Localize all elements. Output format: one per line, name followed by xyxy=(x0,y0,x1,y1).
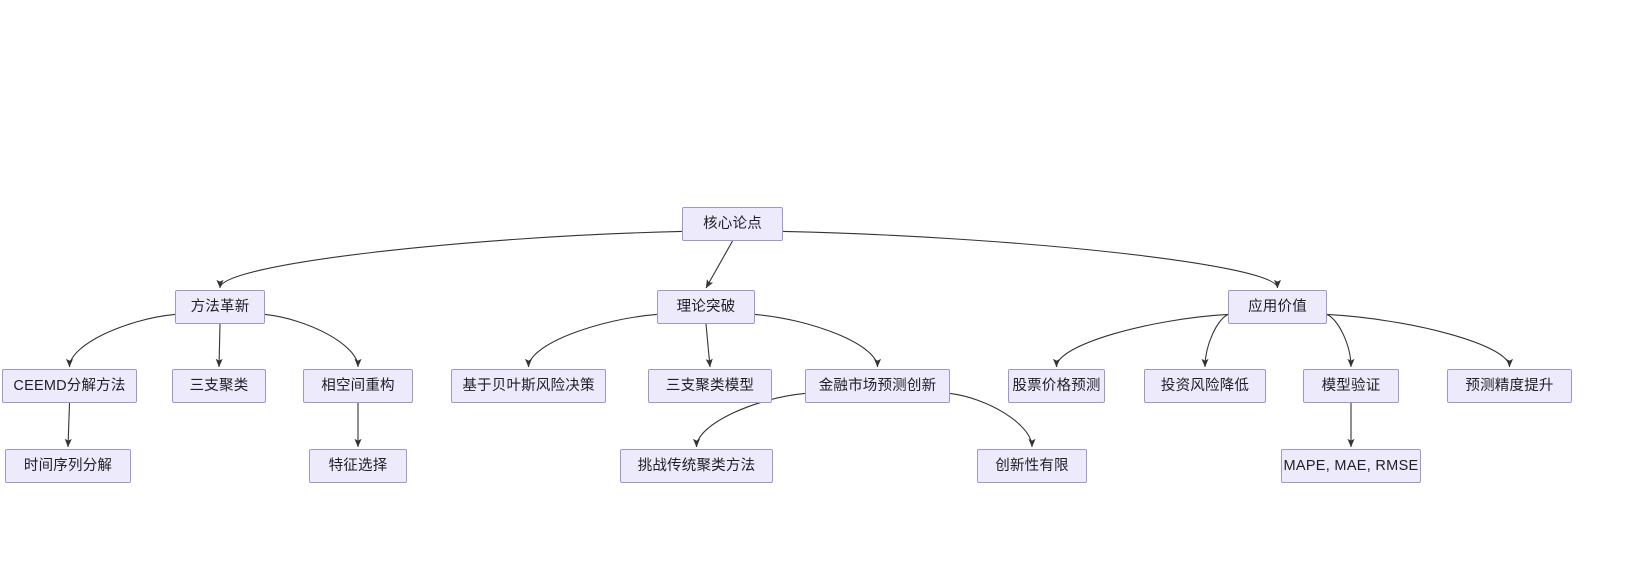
node-n16[interactable]: 挑战传统聚类方法 xyxy=(620,449,773,483)
node-label: 投资风险降低 xyxy=(1160,377,1250,394)
node-label: 金融市场预测创新 xyxy=(818,377,937,394)
node-label: 应用价值 xyxy=(1248,298,1307,315)
node-n10[interactable]: 股票价格预测 xyxy=(1008,369,1105,403)
node-label: 创新性有限 xyxy=(995,457,1069,474)
edge-paths xyxy=(64,230,1513,448)
edge-n2-to-n8 xyxy=(705,323,713,368)
node-n8[interactable]: 三支聚类模型 xyxy=(648,369,772,403)
edge-n3-to-n13 xyxy=(1326,313,1513,368)
node-label: 核心论点 xyxy=(703,215,762,232)
node-n11[interactable]: 投资风险降低 xyxy=(1144,369,1266,403)
node-n4[interactable]: CEEMD分解方法 xyxy=(2,369,137,403)
node-label: 特征选择 xyxy=(328,457,388,474)
node-n9[interactable]: 金融市场预测创新 xyxy=(805,369,950,403)
node-label: 股票价格预测 xyxy=(1012,377,1101,394)
edge-n1-to-n6 xyxy=(264,313,362,368)
node-label: 方法革新 xyxy=(190,298,250,315)
node-label: MAPE, MAE, RMSE xyxy=(1283,457,1419,474)
node-n6[interactable]: 相空间重构 xyxy=(303,369,413,403)
node-n15[interactable]: 特征选择 xyxy=(309,449,407,483)
node-n13[interactable]: 预测精度提升 xyxy=(1447,369,1572,403)
node-n14[interactable]: 时间序列分解 xyxy=(5,449,131,483)
node-label: 理论突破 xyxy=(676,298,736,315)
node-label: 预测精度提升 xyxy=(1465,377,1554,394)
node-n5[interactable]: 三支聚类 xyxy=(172,369,266,403)
edge-n1-to-n5 xyxy=(215,323,223,368)
edge-n0-to-n1 xyxy=(216,230,683,289)
node-n3[interactable]: 应用价值 xyxy=(1228,290,1327,324)
node-n1[interactable]: 方法革新 xyxy=(175,290,265,324)
node-label: 三支聚类模型 xyxy=(665,377,755,394)
node-n18[interactable]: MAPE, MAE, RMSE xyxy=(1281,449,1421,483)
node-n0[interactable]: 核心论点 xyxy=(682,207,783,241)
edge-n4-to-n14 xyxy=(64,402,72,448)
edge-n2-to-n9 xyxy=(754,313,881,368)
edge-n0-to-n2 xyxy=(705,240,733,289)
node-label: 三支聚类 xyxy=(189,377,249,394)
edge-n3-to-n10 xyxy=(1053,313,1229,368)
node-label: 相空间重构 xyxy=(321,377,395,394)
edge-n2-to-n7 xyxy=(525,313,658,368)
node-label: 模型验证 xyxy=(1321,377,1381,394)
node-n17[interactable]: 创新性有限 xyxy=(977,449,1087,483)
edge-n3-to-n11 xyxy=(1201,313,1229,368)
node-label: 基于贝叶斯风险决策 xyxy=(462,377,595,394)
node-n7[interactable]: 基于贝叶斯风险决策 xyxy=(451,369,606,403)
node-n2[interactable]: 理论突破 xyxy=(657,290,755,324)
edge-n1-to-n4 xyxy=(66,313,176,368)
node-label: 时间序列分解 xyxy=(23,457,113,474)
node-label: CEEMD分解方法 xyxy=(13,377,126,394)
edge-n3-to-n12 xyxy=(1326,313,1355,368)
node-label: 挑战传统聚类方法 xyxy=(637,457,756,474)
edge-n0-to-n3 xyxy=(782,230,1281,289)
node-n12[interactable]: 模型验证 xyxy=(1303,369,1399,403)
